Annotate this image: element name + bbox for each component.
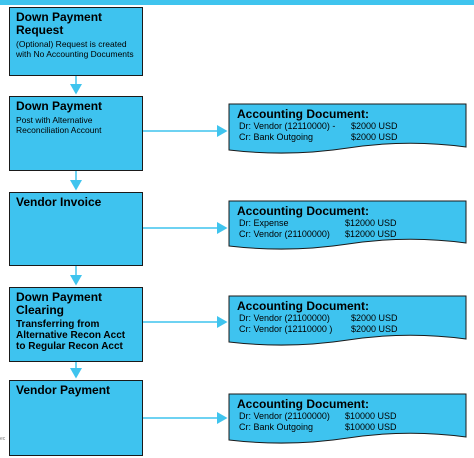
doc-line-label: Cr: Bank Outgoing (239, 422, 314, 432)
doc-shape-3 (228, 295, 467, 346)
doc-line-amount: $10000 USD (345, 422, 397, 432)
doc-line: Dr: Vendor (21100000) $2000 USD (237, 313, 417, 324)
accounting-document-3: Accounting Document: Dr: Vendor (2110000… (237, 299, 417, 335)
top-accent-bar (0, 0, 474, 5)
step-down-payment-request: Down Payment Request (Optional) Request … (9, 7, 143, 76)
accounting-document-4: Accounting Document: Dr: Vendor (2110000… (237, 397, 417, 433)
step-description: (Optional) Request is created with No Ac… (16, 39, 134, 59)
doc-line: Cr: Vendor (12110000 ) $2000 USD (237, 324, 417, 335)
doc-line-amount: $10000 USD (345, 411, 397, 421)
doc-line: Dr: Vendor (12110000) - $2000 USD (237, 121, 417, 132)
step-vendor-invoice: Vendor Invoice (9, 192, 143, 266)
doc-line-amount: $12000 USD (345, 229, 397, 239)
accounting-document-1: Accounting Document: Dr: Vendor (1211000… (237, 107, 417, 143)
doc-shape-4 (228, 393, 467, 444)
doc-line-amount: $2000 USD (351, 324, 398, 334)
doc-line-label: Cr: Vendor (21100000) (239, 229, 330, 239)
doc-line-label: Dr: Vendor (21100000) (239, 411, 330, 421)
edge-mark: ec (0, 436, 6, 442)
step-vendor-payment: Vendor Payment (9, 380, 143, 456)
doc-heading: Accounting Document: (237, 107, 369, 121)
accounting-document-2: Accounting Document: Dr: Expense $12000 … (237, 204, 417, 240)
doc-heading: Accounting Document: (237, 204, 369, 218)
step-title: Vendor Payment (16, 383, 111, 397)
step-description: Post with Alternative Reconciliation Acc… (16, 115, 102, 135)
doc-line: Cr: Bank Outgoing $10000 USD (237, 422, 417, 433)
doc-line: Cr: Vendor (21100000) $12000 USD (237, 229, 417, 240)
step-down-payment-clearing: Down Payment Clearing Transferring from … (9, 287, 143, 362)
doc-line: Dr: Expense $12000 USD (237, 218, 417, 229)
step-title: Down Payment Request (16, 10, 103, 37)
doc-line-label: Cr: Vendor (12110000 ) (239, 324, 333, 334)
doc-line-label: Dr: Vendor (21100000) (239, 313, 330, 323)
doc-line-amount: $2000 USD (351, 121, 398, 131)
doc-heading: Accounting Document: (237, 299, 369, 313)
doc-line: Dr: Vendor (21100000) $10000 USD (237, 411, 417, 422)
step-title: Down Payment (16, 99, 103, 113)
doc-line-label: Dr: Expense (239, 218, 289, 228)
doc-line-label: Dr: Vendor (12110000) - (239, 121, 336, 131)
doc-line-amount: $12000 USD (345, 218, 397, 228)
doc-line-amount: $2000 USD (351, 313, 398, 323)
doc-shape-2 (228, 200, 467, 250)
doc-heading: Accounting Document: (237, 397, 369, 411)
step-description: Transferring from Alternative Recon Acct… (16, 319, 126, 352)
step-down-payment: Down Payment Post with Alternative Recon… (9, 96, 143, 171)
doc-line: Cr: Bank Outgoing $2000 USD (237, 132, 417, 143)
doc-shape-1 (228, 103, 467, 154)
step-title: Down Payment Clearing (16, 290, 103, 317)
doc-line-label: Cr: Bank Outgoing (239, 132, 314, 142)
step-title: Vendor Invoice (16, 195, 102, 209)
doc-line-amount: $2000 USD (351, 132, 398, 142)
